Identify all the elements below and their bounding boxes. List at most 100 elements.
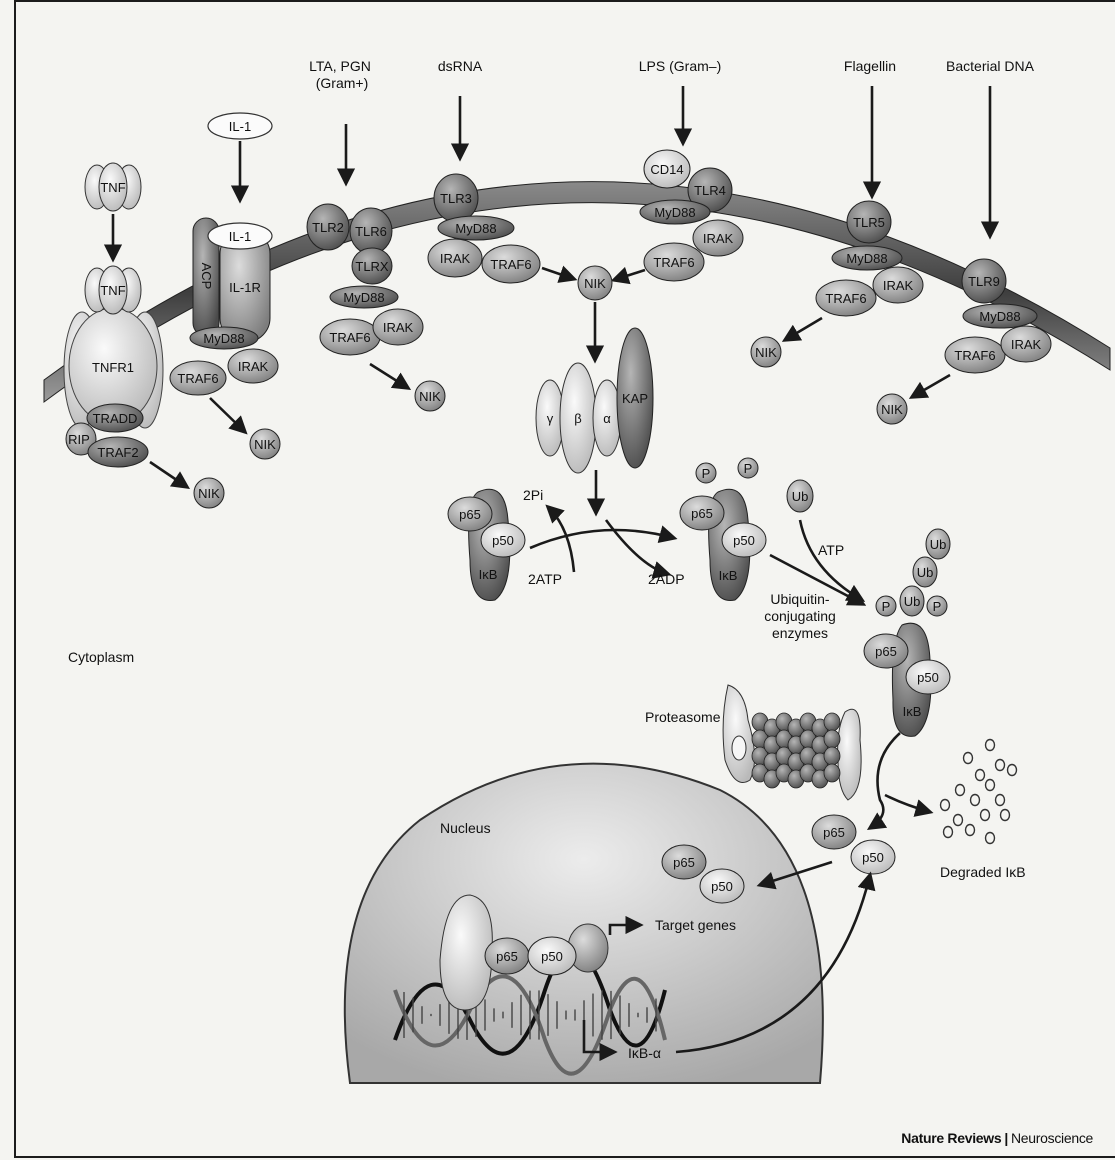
svg-text:NIK: NIK <box>198 486 220 501</box>
ikb-fragment <box>996 760 1005 771</box>
svg-text:TLR9: TLR9 <box>968 274 1000 289</box>
traf2-protein: TRAF2 <box>88 437 148 467</box>
proteasome-subunit <box>824 747 840 765</box>
ikb-fragment <box>956 785 965 796</box>
svg-text:ACP: ACP <box>199 263 214 290</box>
svg-text:TRAF2: TRAF2 <box>97 445 138 460</box>
ikb-fragment <box>964 753 973 764</box>
svg-text:P: P <box>882 599 891 614</box>
nik-central: NIK <box>578 266 612 300</box>
svg-text:TLR5: TLR5 <box>853 215 885 230</box>
cd14-protein: CD14 <box>644 150 690 188</box>
cytoplasm-label: Cytoplasm <box>68 649 134 665</box>
journal-name: Nature Reviews <box>901 1130 1001 1146</box>
proteasome-label: Proteasome <box>645 709 721 725</box>
nik-il1: NIK <box>250 429 280 459</box>
svg-text:TLR2: TLR2 <box>312 220 344 235</box>
traf6-tlr4: TRAF6 <box>644 243 704 281</box>
traf6-tlr5: TRAF6 <box>816 280 876 316</box>
svg-text:p65: p65 <box>875 644 897 659</box>
enzymes-label-3: enzymes <box>772 625 828 641</box>
myd88-tlr9: MyD88 <box>963 304 1037 328</box>
svg-text:p65: p65 <box>823 825 845 840</box>
svg-text:TLR4: TLR4 <box>694 183 726 198</box>
ikb-fragment <box>986 780 995 791</box>
nik-tlr9: NIK <box>877 394 907 424</box>
svg-text:TRAF6: TRAF6 <box>653 255 694 270</box>
irak-tlr4: IRAK <box>693 220 743 256</box>
ubiquitinated-complex: Ub Ub Ub P P p65 p50 IκB <box>864 529 950 736</box>
svg-text:P: P <box>702 466 711 481</box>
svg-text:p50: p50 <box>492 533 514 548</box>
svg-text:IL-1: IL-1 <box>229 119 251 134</box>
svg-text:NIK: NIK <box>584 276 606 291</box>
nik-tlr5: NIK <box>751 337 781 367</box>
svg-text:NIK: NIK <box>419 389 441 404</box>
ikb-fragment <box>986 833 995 844</box>
atp-ub-label: ATP <box>818 542 844 558</box>
lta-pgn-label: LTA, PGN <box>309 58 371 74</box>
ikb-fragment <box>996 795 1005 806</box>
svg-text:Ub: Ub <box>792 489 809 504</box>
svg-text:NIK: NIK <box>755 345 777 360</box>
myd88-tlr5: MyD88 <box>832 246 902 270</box>
svg-text:TRAF6: TRAF6 <box>329 330 370 345</box>
tnf-bound: TNF <box>85 266 141 314</box>
pi-label: 2Pi <box>523 487 543 503</box>
svg-text:TRAF6: TRAF6 <box>954 348 995 363</box>
svg-text:P: P <box>933 599 942 614</box>
svg-text:TLR6: TLR6 <box>355 224 387 239</box>
myd88-tlr2: MyD88 <box>330 286 398 308</box>
svg-text:MyD88: MyD88 <box>203 331 244 346</box>
svg-text:IκB: IκB <box>903 704 922 719</box>
svg-text:TRAF6: TRAF6 <box>177 371 218 386</box>
ikb-fragment <box>986 740 995 751</box>
svg-text:RIP: RIP <box>68 432 90 447</box>
il1-bound: IL-1 <box>208 223 272 249</box>
svg-text:TNFR1: TNFR1 <box>92 360 134 375</box>
svg-text:MyD88: MyD88 <box>654 205 695 220</box>
svg-text:p50: p50 <box>733 533 755 548</box>
svg-text:β: β <box>574 411 581 426</box>
lps-label: LPS (Gram–) <box>639 58 721 74</box>
proteasome-subunit <box>824 730 840 748</box>
enzymes-label-1: Ubiquitin- <box>770 591 829 607</box>
ikb-fragment <box>976 770 985 781</box>
proteasome <box>723 685 861 800</box>
nik-tlr2: NIK <box>415 381 445 411</box>
svg-text:p65: p65 <box>459 507 481 522</box>
irak-tlr9: IRAK <box>1001 326 1051 362</box>
il1-ligand: IL-1 <box>208 113 272 139</box>
myd88-tlr3: MyD88 <box>438 216 514 240</box>
traf6-tlr3: TRAF6 <box>482 245 540 283</box>
svg-text:IRAK: IRAK <box>440 251 471 266</box>
degraded-ikb-label: Degraded IκB <box>940 864 1026 880</box>
svg-text:TRADD: TRADD <box>93 411 138 426</box>
svg-text:TRAF6: TRAF6 <box>490 257 531 272</box>
svg-text:p65: p65 <box>673 855 695 870</box>
svg-text:p65: p65 <box>496 949 518 964</box>
degraded-ikb-fragments <box>941 740 1017 844</box>
svg-text:KAP: KAP <box>622 391 648 406</box>
svg-text:p50: p50 <box>711 879 733 894</box>
ikb-fragment <box>1008 765 1017 776</box>
nucleus-label: Nucleus <box>440 820 491 836</box>
ub-free: Ub <box>787 480 813 512</box>
proteasome-subunit <box>824 713 840 731</box>
tlr5-protein: TLR5 <box>847 201 891 243</box>
ikb-fragment <box>944 827 953 838</box>
tlr3-protein: TLR3 <box>434 174 478 222</box>
phosphorylation-arrows <box>530 507 674 574</box>
ikb-fragment <box>966 825 975 836</box>
svg-text:Ub: Ub <box>904 594 921 609</box>
irak-tlr2: IRAK <box>373 309 423 345</box>
nik-tnf: NIK <box>194 478 224 508</box>
phosphorylated-complex: P P p65 p50 IκB <box>680 458 766 601</box>
ikb-fragment <box>954 815 963 826</box>
traf6-tlr9: TRAF6 <box>945 337 1005 373</box>
svg-text:Ub: Ub <box>917 565 934 580</box>
svg-text:MyD88: MyD88 <box>343 290 384 305</box>
irak-il1: IRAK <box>228 349 278 383</box>
tlrx-protein: TLRX <box>352 248 392 284</box>
